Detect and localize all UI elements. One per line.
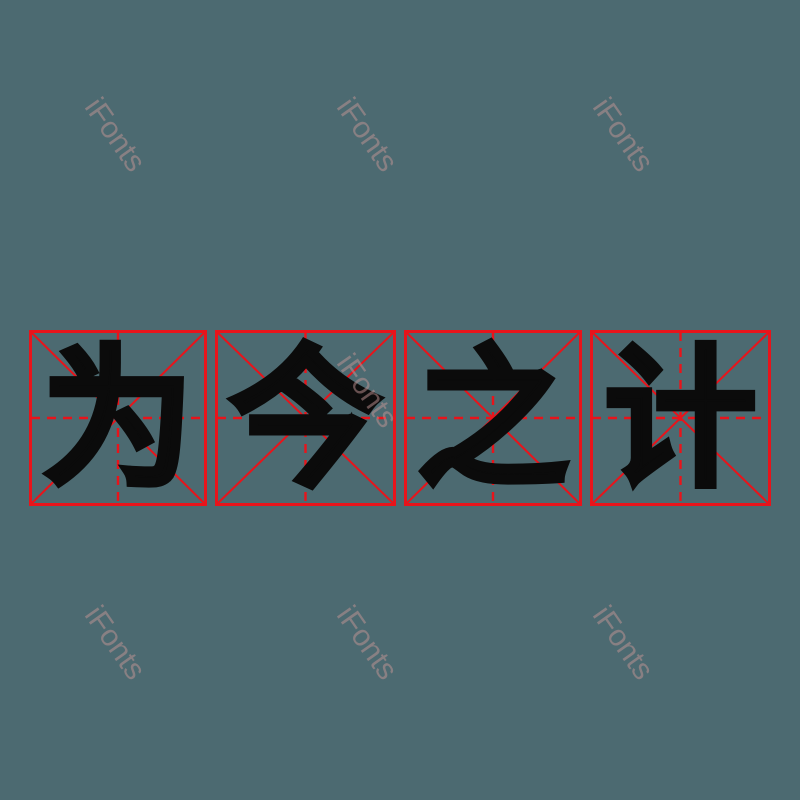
watermark-ifonts: iFonts xyxy=(329,600,404,686)
character-cell-4: 计 xyxy=(590,330,771,506)
glyph-character-4: 计 xyxy=(602,331,759,508)
mi-zi-ge-grid-3 xyxy=(404,330,582,506)
character-cell-3: 之 xyxy=(404,330,582,506)
watermark-ifonts: iFonts xyxy=(329,92,404,178)
glyph-character-2: 今 xyxy=(227,331,384,508)
character-cell-2: 今 xyxy=(215,330,396,506)
mi-zi-ge-grid-2 xyxy=(215,330,396,506)
watermark-ifonts: iFonts xyxy=(585,92,660,178)
watermark-ifonts: iFonts xyxy=(585,600,660,686)
glyph-character-1: 为 xyxy=(40,331,197,508)
watermark-ifonts: iFonts xyxy=(77,92,152,178)
character-grid-row: 为 今 之 xyxy=(0,330,800,506)
mi-zi-ge-grid-4 xyxy=(590,330,771,506)
character-cell-1: 为 xyxy=(29,330,207,506)
watermark-ifonts: iFonts xyxy=(77,600,152,686)
glyph-character-3: 之 xyxy=(415,331,572,508)
mi-zi-ge-grid-1 xyxy=(29,330,207,506)
